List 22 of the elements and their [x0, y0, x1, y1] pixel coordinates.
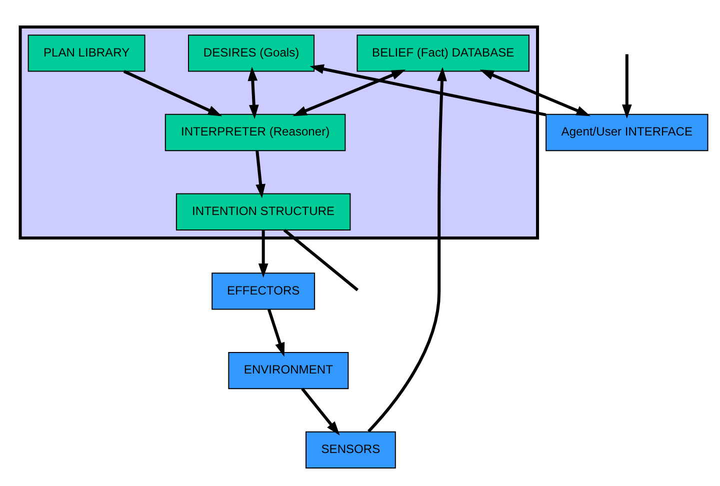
node-box: Agent/User INTERFACE [546, 113, 708, 151]
arrow [248, 66, 259, 118]
arrow [368, 66, 447, 432]
node-box: DESIRES (Goals) [188, 34, 315, 72]
arrow [292, 69, 406, 116]
node-box: INTERPRETER (Reasoner) [164, 113, 346, 151]
node-box: EFFECTORS [212, 272, 316, 310]
arrow [301, 387, 340, 435]
arrow [123, 69, 222, 116]
node-box: ENVIRONMENT [228, 351, 349, 389]
arrow [622, 54, 632, 118]
arrow [258, 230, 268, 278]
cluster [18, 25, 540, 239]
connector [283, 228, 359, 291]
node-box: INTENTION STRUCTURE [176, 192, 351, 230]
arrow [267, 308, 285, 356]
node-box: BELIEF (Fact) DATABASE [356, 34, 530, 72]
node-box: SENSORS [306, 430, 396, 468]
arrow [256, 150, 266, 198]
arrow [310, 64, 546, 116]
node-box: PLAN LIBRARY [28, 34, 146, 72]
arrow [480, 69, 590, 116]
